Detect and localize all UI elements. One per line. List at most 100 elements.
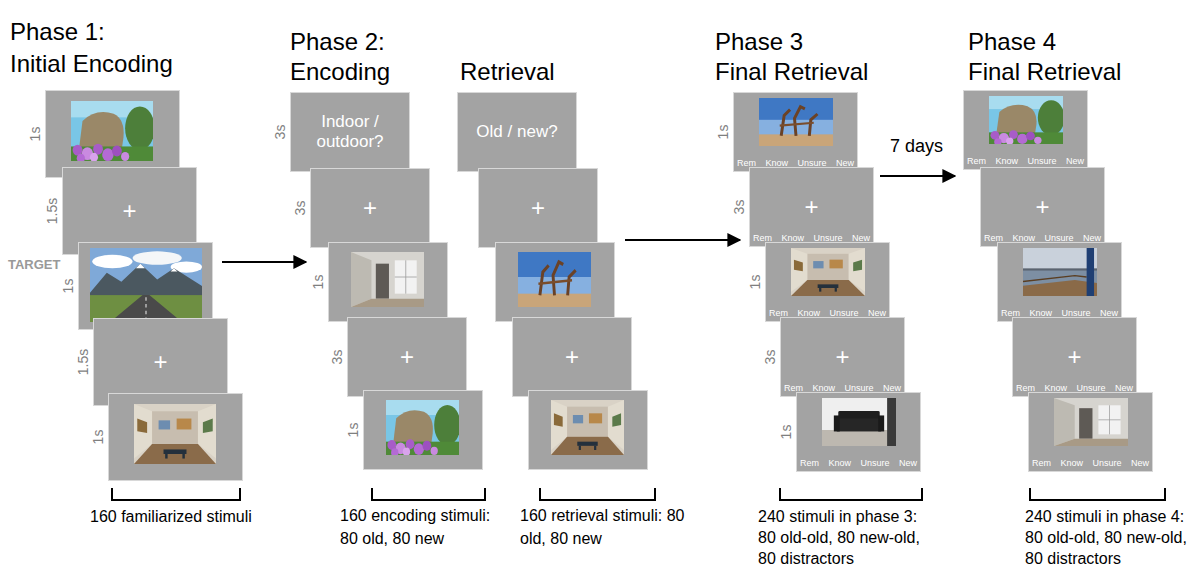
response-option: New [1131, 458, 1149, 469]
image-screen [108, 393, 243, 481]
scene-photo [791, 248, 865, 296]
screen-center: + [479, 169, 597, 247]
phase-heading: Retrieval [460, 58, 555, 86]
stimulus-screen: + [512, 317, 632, 397]
scene-photo [759, 98, 833, 146]
response-option: Unsure [1092, 458, 1121, 469]
screen-center: + [348, 318, 466, 396]
group-bracket [540, 488, 655, 500]
stimulus-screen: RemKnowUnsureNew [765, 242, 890, 322]
screen-prompt: Old / new? [476, 122, 557, 142]
image-screen [328, 242, 448, 322]
stimulus-count: 240 stimuli in phase 4: 80 old-old, 80 n… [1025, 506, 1193, 569]
phase-heading: Encoding [290, 58, 390, 86]
scene-image [90, 248, 202, 322]
response-options: RemKnowUnsureNew [967, 156, 1084, 167]
stimulus-screen: RemKnowUnsureNew [963, 90, 1088, 170]
screen-center: + [311, 169, 429, 247]
screen-prompt: + [400, 343, 414, 372]
group-bracket [780, 488, 922, 500]
phase-heading: Final Retrieval [715, 58, 868, 86]
delay-arrow [880, 175, 955, 177]
screen-center: Old / new? [458, 93, 576, 171]
scene-image [386, 400, 459, 455]
screen-prompt: + [565, 343, 579, 372]
phase-arrow [625, 239, 740, 241]
duration-label: 1s [715, 125, 731, 140]
image-screen [528, 390, 648, 470]
scene-photo [71, 101, 153, 161]
scene-image [1023, 248, 1097, 296]
response-options: Rem Know Unsure New [1032, 458, 1149, 469]
duration-label: 1.5s [44, 198, 60, 224]
scene-photo [989, 96, 1063, 144]
group-bracket [372, 488, 485, 500]
response-option: Rem [1032, 458, 1051, 469]
response-option: New [899, 458, 917, 469]
stimulus-screen: RemKnowUnsureNew [796, 392, 921, 472]
scene-photo [90, 248, 202, 322]
phase-heading: Phase 3 [715, 28, 803, 56]
stimulus-screen: RemKnowUnsureNew [997, 242, 1122, 322]
response-option: Rem [967, 156, 986, 167]
group-bracket [1030, 488, 1165, 500]
phase-heading: Phase 1: [10, 18, 105, 46]
duration-label: 3s [292, 201, 308, 216]
duration-label: 3s [329, 350, 345, 365]
image-screen [495, 242, 615, 322]
stimulus-screen: + [310, 168, 430, 248]
response-option: Know [995, 156, 1018, 167]
scene-image [791, 248, 865, 296]
duration-label: 1s [747, 275, 763, 290]
phase-heading: Final Retrieval [968, 58, 1121, 86]
stimulus-screen: +RemKnowUnsureNew [780, 317, 905, 397]
duration-label: 1s [90, 430, 106, 445]
scene-photo [551, 400, 624, 455]
stimulus-screen: +RemKnowUnsureNew [980, 167, 1105, 247]
stimulus-screen: RemKnowUnsureNew [733, 92, 858, 172]
response-option: Know [1060, 458, 1083, 469]
phase-heading: Initial Encoding [10, 50, 173, 78]
stimulus-screen: + [478, 168, 598, 248]
scene-photo [518, 252, 591, 307]
scene-image [518, 252, 591, 307]
scene-photo [822, 398, 896, 446]
response-option: New [1066, 156, 1084, 167]
stimulus-screen: +RemKnowUnsureNew [1012, 317, 1137, 397]
stimulus-screen: Old / new? [457, 92, 577, 172]
scene-image [134, 404, 216, 464]
image-screen [363, 390, 483, 470]
screen-prompt: + [1067, 343, 1081, 372]
scene-image [71, 101, 153, 161]
response-option: Rem [800, 458, 819, 469]
image-screen [78, 242, 213, 330]
screen-prompt: + [363, 194, 377, 223]
scene-image [551, 400, 624, 455]
scene-image [822, 398, 896, 446]
duration-label: 1s [345, 423, 361, 438]
screen-prompt: Indoor / outdoor? [297, 112, 403, 153]
scene-photo [351, 252, 424, 307]
screen-prompt: + [804, 193, 818, 222]
stimulus-count: 160 retrieval stimuli: 80 old, 80 new [520, 504, 695, 550]
target-tag: TARGET [8, 258, 60, 273]
group-bracket [112, 488, 240, 500]
duration-label: 1s [27, 127, 43, 142]
duration-label: 1s [310, 275, 326, 290]
phase-heading: Phase 2: [290, 28, 385, 56]
screen-center: Indoor / outdoor? [291, 93, 409, 171]
scene-photo [1054, 398, 1128, 446]
response-options: RemKnowUnsureNew [800, 458, 917, 469]
scene-photo [386, 400, 459, 455]
stimulus-screen: Rem Know Unsure New [1028, 392, 1153, 472]
stimulus-count: 240 stimuli in phase 3: 80 old-old, 80 n… [758, 506, 926, 569]
scene-image [1054, 398, 1128, 446]
screen-prompt: + [835, 343, 849, 372]
phase-heading: Phase 4 [968, 28, 1056, 56]
scene-image [759, 98, 833, 146]
duration-label: 1s [778, 425, 794, 440]
image-screen [45, 90, 180, 178]
duration-label: 1.5s [75, 349, 91, 375]
screen-prompt: + [122, 197, 136, 226]
